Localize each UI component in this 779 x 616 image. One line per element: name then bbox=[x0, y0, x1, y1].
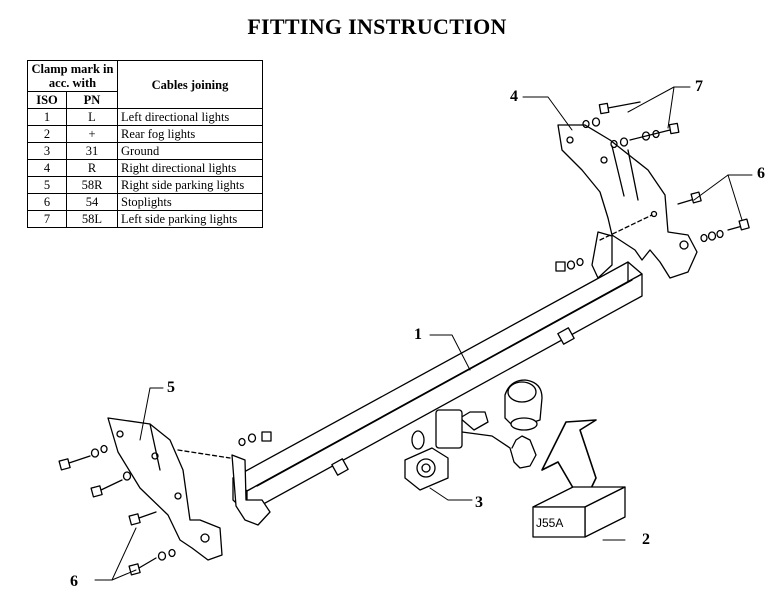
pn-cell: 31 bbox=[66, 142, 118, 160]
cable-cell: Ground bbox=[117, 142, 263, 160]
electrical-socket bbox=[404, 430, 449, 491]
callout-2: 2 bbox=[642, 531, 650, 548]
callout-3: 3 bbox=[475, 494, 483, 511]
bolts-right bbox=[677, 191, 750, 243]
pn-header: PN bbox=[66, 91, 118, 109]
table-row: 6 54 Stoplights bbox=[27, 193, 263, 211]
box-label: J55A bbox=[536, 516, 563, 530]
callout-7: 7 bbox=[695, 78, 703, 95]
direction-arrow bbox=[541, 419, 597, 506]
clamp-mark-header: Clamp mark in acc. with bbox=[27, 60, 118, 92]
tow-ball bbox=[435, 379, 543, 469]
right-bracket bbox=[557, 124, 698, 279]
callout-4: 4 bbox=[510, 88, 518, 105]
cable-cell: Right side parking lights bbox=[117, 176, 263, 194]
nuts-right bbox=[555, 257, 584, 272]
cable-cell: Stoplights bbox=[117, 193, 263, 211]
pn-cell: 54 bbox=[66, 193, 118, 211]
page-title: FITTING INSTRUCTION bbox=[247, 14, 507, 39]
iso-cell: 7 bbox=[27, 210, 67, 228]
table-row: 5 58R Right side parking lights bbox=[27, 176, 263, 194]
callout-6-left: 6 bbox=[70, 573, 78, 590]
callout-5: 5 bbox=[167, 379, 175, 396]
pn-cell: 58L bbox=[66, 210, 118, 228]
callout-1: 1 bbox=[414, 326, 422, 343]
table-row: 3 31 Ground bbox=[27, 142, 263, 160]
table-row: 4 R Right directional lights bbox=[27, 159, 263, 177]
cable-cell: Left side parking lights bbox=[117, 210, 263, 228]
crossbar bbox=[232, 261, 643, 514]
cable-cell: Right directional lights bbox=[117, 159, 263, 177]
callout-6-right: 6 bbox=[757, 165, 765, 182]
nuts-left bbox=[238, 431, 272, 447]
bolts-left bbox=[58, 444, 176, 576]
table-row: 7 58L Left side parking lights bbox=[27, 210, 263, 228]
cables-joining-header: Cables joining bbox=[117, 60, 263, 109]
bolts-top bbox=[582, 101, 680, 149]
leader-lines bbox=[94, 86, 753, 581]
left-bracket bbox=[107, 417, 271, 561]
parts-box bbox=[532, 486, 626, 538]
wiring-table: Clamp mark in acc. with Cables joining I… bbox=[27, 60, 263, 228]
